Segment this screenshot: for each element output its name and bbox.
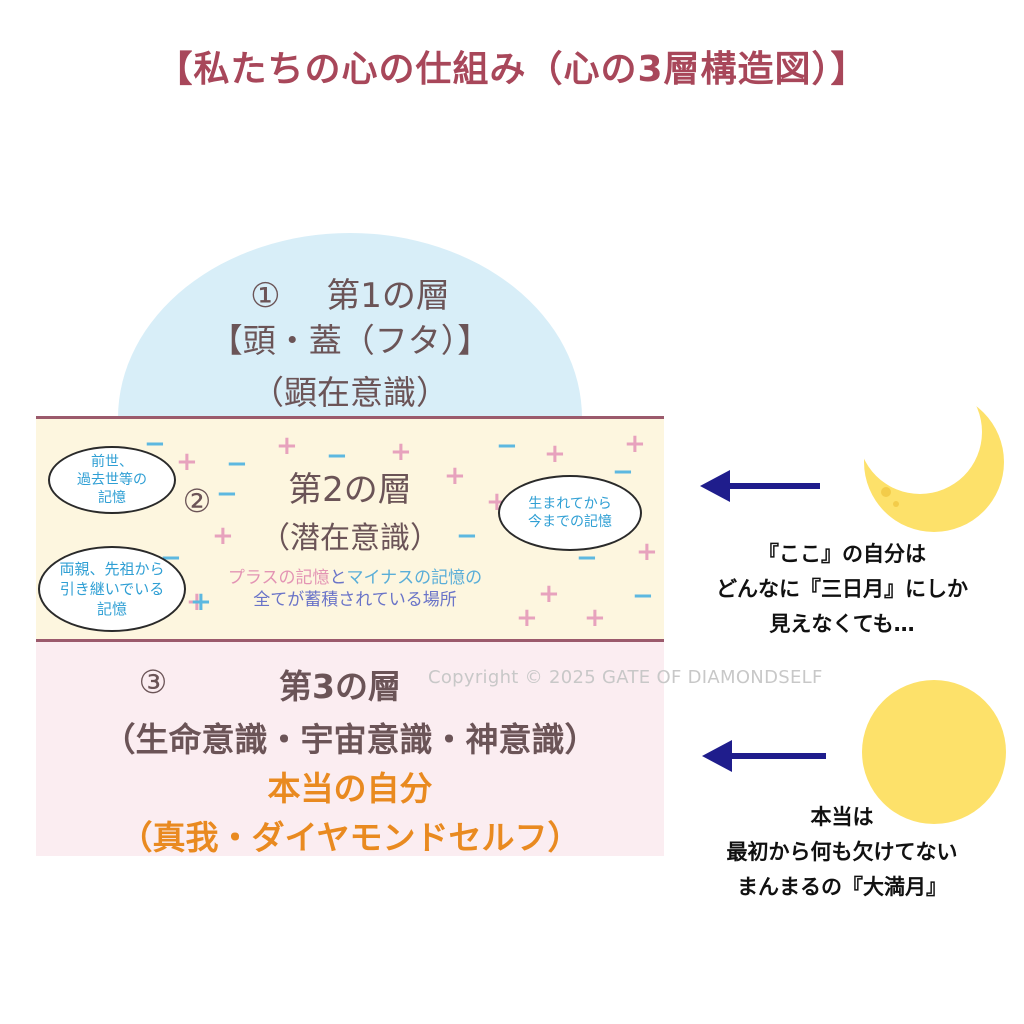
minus-sign: − <box>576 543 598 573</box>
plus-sign: + <box>516 603 538 633</box>
layer1-subtitle: 【頭・蓋（フタ）】 <box>209 321 491 360</box>
bubble-past-life-line3: 記憶 <box>98 490 126 506</box>
crescent-caption-line2: どんなに『三日月』にしか <box>716 577 968 601</box>
layer1-paren: （顕在意識） <box>251 373 449 412</box>
bubble-past-life-line1: 前世、 <box>91 454 133 470</box>
layer1-number: ① <box>250 276 281 316</box>
copyright-notice: Copyright © 2025 GATE OF DIAMONDSELF <box>428 667 823 688</box>
plus-memory-text: プラスの記憶 <box>227 568 330 588</box>
minus-sign: − <box>612 457 634 487</box>
layer2-description-line2: 全てが蓄積されている場所 <box>253 590 457 610</box>
crescent-caption: 『ここ』の自分は どんなに『三日月』にしか 見えなくても… <box>660 537 1024 642</box>
plus-sign: + <box>624 429 646 459</box>
minus-sign: − <box>632 581 654 611</box>
bubble-since-birth-line2: 今までの記憶 <box>528 514 612 530</box>
plus-sign: + <box>444 461 466 491</box>
crescent-moon-icon <box>864 392 1004 532</box>
bubble-ancestors-line3: 記憶 <box>96 600 127 618</box>
full-moon-caption: 本当は 最初から何も欠けてない まんまるの『大満月』 <box>660 800 1024 905</box>
layer1-heading: ① 第1の層 <box>100 268 600 317</box>
left-arrow-icon <box>700 468 820 504</box>
minus-sign: − <box>226 449 248 479</box>
bubble-past-life-line2: 過去世等の <box>77 472 147 488</box>
layer2-title: 第2の層 <box>288 470 412 510</box>
layer2-number: ② <box>182 482 212 520</box>
layer2-paren: （潜在意識） <box>260 521 440 556</box>
plus-sign: + <box>584 603 606 633</box>
plus-sign: + <box>636 537 658 567</box>
page-title: 【私たちの心の仕組み（心の3層構造図）】 <box>156 49 868 90</box>
bubble-since-birth: 生まれてから 今までの記憶 <box>498 475 642 551</box>
true-self-label: 本当の自分 <box>267 769 433 808</box>
layer2-description-line1: プラスの記憶とマイナスの記憶の <box>190 563 520 588</box>
bubble-ancestors: 両親、先祖から 引き継いでいる 記憶 <box>38 546 186 632</box>
bubble-ancestors-line1: 両親、先祖から <box>59 560 165 578</box>
minus-memory-text: マイナスの記憶の <box>346 568 483 588</box>
layer3-band <box>36 642 664 856</box>
plus-sign: + <box>186 587 208 617</box>
crescent-caption-line3: 見えなくても… <box>769 612 915 636</box>
left-arrow-icon <box>702 738 826 774</box>
crescent-caption-line1: 『ここ』の自分は <box>758 542 926 566</box>
full-moon-caption-line1: 本当は <box>810 805 874 829</box>
plus-sign: + <box>176 447 198 477</box>
plus-sign: + <box>212 521 234 551</box>
connector-text: と <box>329 568 347 588</box>
layer3-title: 第3の層 <box>279 667 401 706</box>
true-self-paren: （真我・ダイヤモンドセルフ） <box>119 818 581 857</box>
full-moon-icon <box>862 680 1006 824</box>
minus-sign: − <box>216 479 238 509</box>
minus-sign: − <box>456 521 478 551</box>
minus-sign: − <box>144 429 166 459</box>
bubble-past-life: 前世、 過去世等の 記憶 <box>48 446 176 514</box>
plus-sign: + <box>544 439 566 469</box>
layer3-subtitle: （生命意識・宇宙意識・神意識） <box>102 720 598 759</box>
layer3-number: ③ <box>138 663 168 701</box>
minus-sign: − <box>496 431 518 461</box>
bubble-since-birth-line1: 生まれてから <box>528 496 612 512</box>
minus-sign: − <box>326 441 348 471</box>
full-moon-caption-line3: まんまるの『大満月』 <box>737 875 947 899</box>
plus-sign: + <box>276 431 298 461</box>
layer1-title: 第1の層 <box>326 276 450 316</box>
bubble-ancestors-line2: 引き継いでいる <box>59 580 165 598</box>
plus-sign: + <box>190 587 212 617</box>
full-moon-caption-line2: 最初から何も欠けてない <box>726 840 958 864</box>
plus-sign: + <box>390 437 412 467</box>
plus-sign: + <box>538 579 560 609</box>
